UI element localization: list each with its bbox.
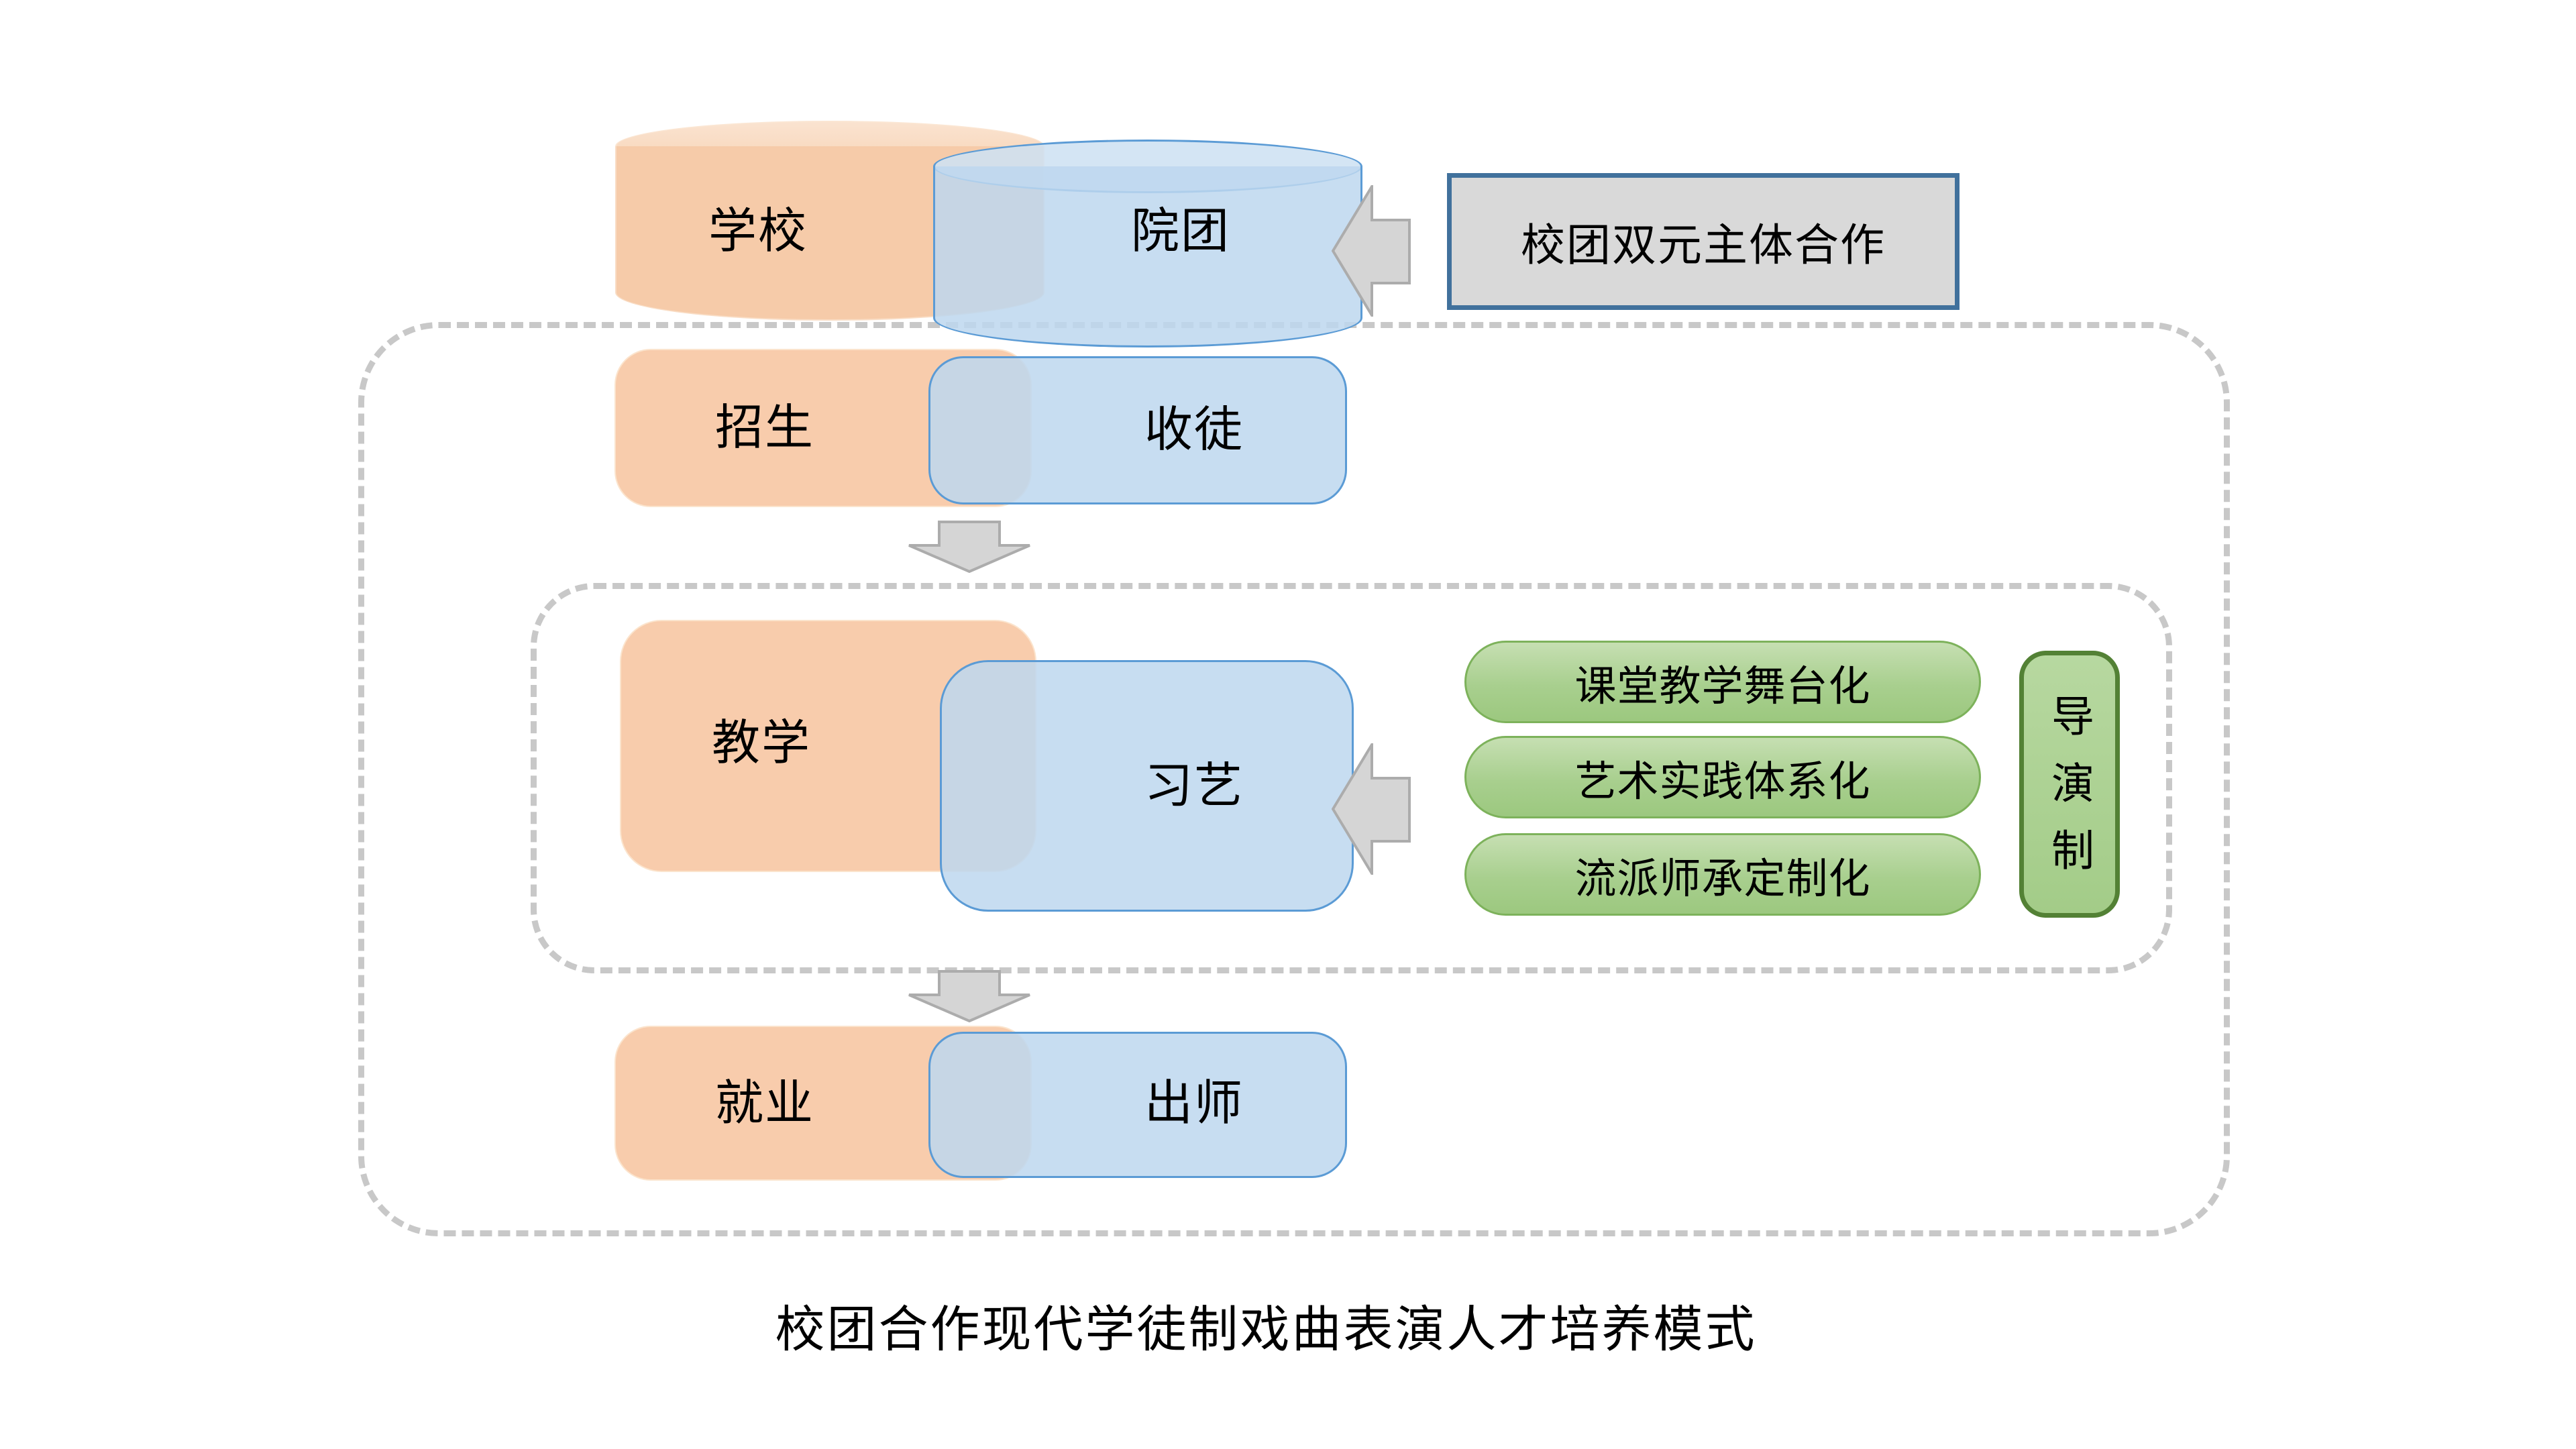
recruit-school-label: 招生	[714, 401, 815, 455]
arrow-left-icon	[1332, 743, 1411, 875]
cooperation-label: 校团双元主体合作	[1521, 220, 1886, 270]
method-label: 流派师承定制化	[1574, 855, 1871, 902]
arrow-down-icon	[908, 970, 1030, 1022]
school-label: 学校	[708, 205, 808, 258]
method-pill: 流派师承定制化	[1464, 833, 1981, 916]
director-system-label: 导演制	[2045, 694, 2094, 895]
arrow-down-icon	[908, 521, 1030, 573]
cooperation-box: 校团双元主体合作	[1447, 173, 1960, 310]
employ-troupe-box	[928, 1032, 1347, 1178]
employ-school-label: 就业	[714, 1077, 815, 1130]
method-pill: 艺术实践体系化	[1464, 736, 1981, 818]
arrow-left-icon	[1332, 185, 1411, 317]
director-system-box: 导演制	[2019, 651, 2120, 918]
method-label: 课堂教学舞台化	[1574, 663, 1871, 710]
teach-school-label: 教学	[711, 716, 812, 770]
employ-troupe-label: 出师	[1144, 1077, 1244, 1130]
recruit-troupe-label: 收徒	[1144, 403, 1244, 457]
troupe-label: 院团	[1130, 205, 1231, 258]
troupe-cylinder-body	[933, 166, 1362, 347]
method-pill: 课堂教学舞台化	[1464, 641, 1981, 723]
troupe-cylinder	[933, 140, 1362, 347]
method-label: 艺术实践体系化	[1574, 758, 1871, 805]
teaching-process-frame	[531, 583, 2172, 973]
diagram-title: 校团合作现代学徒制戏曲表演人才培养模式	[775, 1301, 1757, 1357]
recruit-troupe-box	[928, 356, 1347, 504]
teach-troupe-label: 习艺	[1144, 759, 1244, 813]
